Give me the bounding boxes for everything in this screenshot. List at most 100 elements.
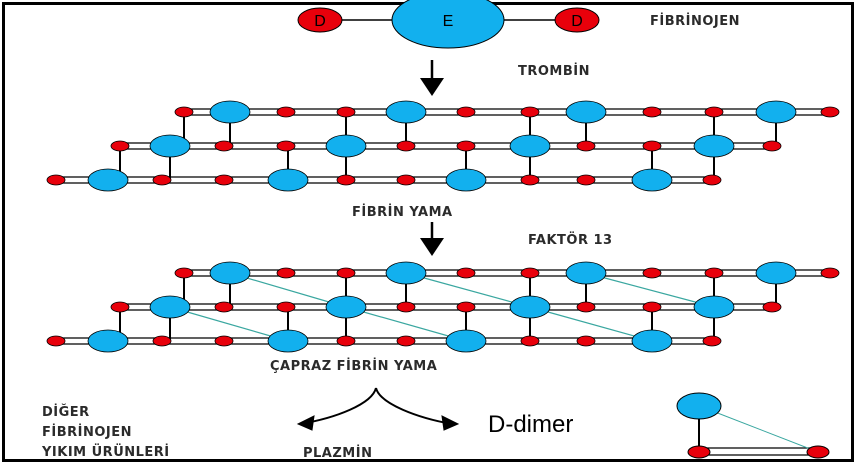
d-domain-node [110, 140, 130, 152]
faktor13-label: FAKTÖR 13 [528, 232, 613, 248]
e-domain [391, 0, 505, 49]
d-domain-node [702, 335, 722, 347]
d-domain-node [276, 140, 296, 152]
d-domain-node [336, 267, 356, 279]
d-domain-node [642, 140, 662, 152]
crosslink-bond [169, 306, 289, 342]
d-domain-node [576, 335, 596, 347]
d-domain-node [520, 335, 540, 347]
d-domain-node [642, 301, 662, 313]
d-domain-node [396, 174, 416, 186]
d-domain-node [456, 140, 476, 152]
d-domain-node [46, 335, 66, 347]
e-letter: E [443, 13, 454, 30]
d-domain-node [46, 174, 66, 186]
fibrin-yama-label: FİBRİN YAMA [352, 204, 453, 220]
d-dimer-d-node-left [687, 445, 711, 459]
d-domain-node [642, 106, 662, 118]
d-domain-node [174, 106, 194, 118]
d-domain-node [642, 267, 662, 279]
capraz-fibrin-label: ÇAPRAZ FİBRİN YAMA [270, 358, 437, 374]
d-domain-node [152, 174, 172, 186]
d-domain-node [110, 301, 130, 313]
plazmin-label: PLAZMİN [303, 445, 372, 461]
crosslink-bond [405, 272, 531, 308]
e-domain-node [693, 134, 735, 158]
d-domain-node [520, 267, 540, 279]
d-domain-node [336, 335, 356, 347]
e-domain-node [385, 100, 427, 124]
e-domain-node [755, 100, 797, 124]
d-domain-node [214, 335, 234, 347]
e-domain-node [385, 261, 427, 285]
e-domain-node [565, 100, 607, 124]
e-domain-node [87, 329, 129, 353]
d-domain-node [820, 267, 840, 279]
d-domain-node [336, 174, 356, 186]
d-domain-node [702, 174, 722, 186]
crosslinked-fibrin-network [46, 261, 840, 353]
e-domain-node [209, 100, 251, 124]
crosslink-bond [229, 272, 347, 308]
fibrinojen-label: FİBRİNOJEN [650, 13, 740, 29]
d-domain-node [276, 106, 296, 118]
d-dimer-label: D-dimer [488, 411, 573, 438]
d-domain-node [396, 301, 416, 313]
e-domain-node [209, 261, 251, 285]
e-domain-node [509, 134, 551, 158]
e-domain-node [267, 329, 309, 353]
d-domain-node [576, 140, 596, 152]
e-domain-node [149, 295, 191, 319]
d-dimer-fragment [676, 392, 830, 459]
d-domain-node [174, 267, 194, 279]
e-domain-node [267, 168, 309, 192]
d-domain-node [214, 140, 234, 152]
crosslink-bond [345, 306, 467, 342]
d-domain-node [336, 106, 356, 118]
d-domain-node [456, 301, 476, 313]
d-domain-node [456, 267, 476, 279]
d-domain-node [276, 301, 296, 313]
e-domain-node [149, 134, 191, 158]
e-domain-node [325, 295, 367, 319]
diger-label-line3: YIKIM ÜRÜNLERİ [41, 444, 170, 460]
e-domain-node [755, 261, 797, 285]
diger-label-line2: FİBRİNOJEN [42, 424, 132, 440]
d-domain-node [214, 174, 234, 186]
d-domain-node [396, 335, 416, 347]
d-domain-node [520, 174, 540, 186]
e-domain-node [565, 261, 607, 285]
d-domain-node [214, 301, 234, 313]
e-domain-node [631, 168, 673, 192]
d-domain-node [456, 106, 476, 118]
d-left-letter: D [314, 13, 326, 30]
d-dimer-d-node-right [806, 445, 830, 459]
d-domain-node [396, 140, 416, 152]
d-domain-node [704, 106, 724, 118]
d-dimer-e-node [676, 392, 722, 420]
d-domain-node [576, 174, 596, 186]
e-domain-node [631, 329, 673, 353]
e-domain-node [509, 295, 551, 319]
branch-arrows [296, 387, 460, 431]
d-domain-node [704, 267, 724, 279]
crosslink-bond [585, 272, 715, 308]
fibrinogen-molecule: D E D [297, 0, 600, 49]
trombin-label: TROMBİN [518, 63, 590, 79]
d-domain-node [520, 106, 540, 118]
d-domain-node [820, 106, 840, 118]
e-domain-node [445, 329, 487, 353]
diger-label-line1: DİĞER [42, 404, 90, 420]
d-domain-node [152, 335, 172, 347]
crosslink-bond [529, 306, 653, 342]
d-domain-node [762, 140, 782, 152]
d-domain-right [554, 7, 600, 33]
e-domain-node [693, 295, 735, 319]
arrow-down-1 [420, 60, 444, 96]
d-domain-node [276, 267, 296, 279]
fibrin-network [46, 100, 840, 192]
e-domain-node [325, 134, 367, 158]
d-right-letter: D [571, 13, 583, 30]
d-domain-node [762, 301, 782, 313]
